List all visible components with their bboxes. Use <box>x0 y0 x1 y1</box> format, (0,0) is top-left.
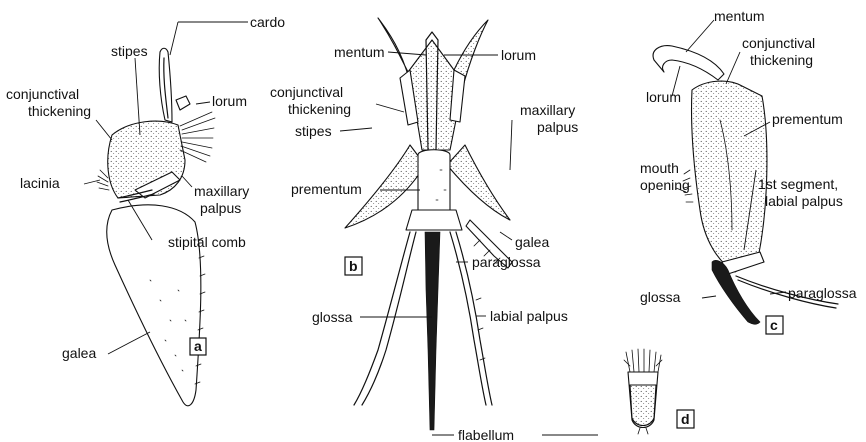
paraglossa-region-shape <box>406 210 462 230</box>
label-conjunctival-thickening-c-2: thickening <box>750 52 813 68</box>
label-galea-b: galea <box>515 234 549 250</box>
prementum-c-shape <box>691 81 766 272</box>
panel-c: mentum conjunctival thickening lorum pre… <box>640 8 857 334</box>
panel-b-drawing <box>345 18 512 430</box>
label-mentum-b: mentum <box>334 44 385 60</box>
labial-palpus-left-shape <box>354 232 416 405</box>
label-stipes-b: stipes <box>295 123 332 139</box>
label-conjunctival-thickening-b-1: conjunctival <box>270 84 343 100</box>
label-maxillary-palpus-a-1: maxillary <box>194 183 249 199</box>
label-prementum-b: prementum <box>291 181 362 197</box>
mentum-region-shape <box>378 18 488 150</box>
label-maxillary-palpus-a-2: palpus <box>200 200 241 216</box>
mentum-c-shape <box>653 46 724 80</box>
label-1st-segment-1: 1st segment, <box>758 176 838 192</box>
label-glossa-b: glossa <box>312 309 353 325</box>
label-lorum-c: lorum <box>646 89 681 105</box>
palpus-hairs <box>180 112 215 162</box>
label-lorum-b: lorum <box>501 47 536 63</box>
label-galea-a: galea <box>62 345 96 361</box>
panel-c-label: c <box>770 317 778 333</box>
label-mouth-opening-2: opening <box>640 177 690 193</box>
label-1st-segment-2: labial palpus <box>765 193 843 209</box>
stipes-right-shape <box>447 145 510 220</box>
label-labial-palpus: labial palpus <box>490 308 568 324</box>
panel-d: d <box>624 349 694 434</box>
label-conjunctival-thickening-b-2: thickening <box>288 101 351 117</box>
panel-a: cardo stipes conjunctival thickening lor… <box>6 14 285 406</box>
label-flabellum: flabellum <box>458 427 514 442</box>
label-paraglossa-b: paraglossa <box>472 254 541 270</box>
panel-d-label: d <box>681 411 690 427</box>
label-stipital-comb: stipital comb <box>168 234 246 250</box>
flabellum-detail-drawing <box>624 349 662 434</box>
label-lacinia: lacinia <box>20 175 60 191</box>
label-glossa-c: glossa <box>640 289 681 305</box>
panel-a-label: a <box>194 338 202 354</box>
cardo-shape <box>159 48 172 122</box>
label-stipes-a: stipes <box>111 43 148 59</box>
label-conjunctival-thickening-a-2: thickening <box>28 103 91 119</box>
label-prementum-c: prementum <box>772 111 843 127</box>
panel-b-label: b <box>349 258 358 274</box>
prementum-shape <box>418 150 450 210</box>
label-conjunctival-thickening-c-1: conjunctival <box>742 35 815 51</box>
label-maxillary-palpus-b-1: maxillary <box>520 102 575 118</box>
label-cardo: cardo <box>250 14 285 30</box>
label-mentum-c: mentum <box>714 8 765 24</box>
label-conjunctival-thickening-a-1: conjunctival <box>6 86 79 102</box>
label-maxillary-palpus-b-2: palpus <box>537 119 578 135</box>
label-mouth-opening-1: mouth <box>640 160 679 176</box>
panel-b: mentum lorum conjunctival thickening sti… <box>270 18 598 442</box>
glossa-shape <box>425 232 440 430</box>
label-paraglossa-c: paraglossa <box>788 285 857 301</box>
label-lorum-a: lorum <box>212 93 247 109</box>
lorum-shape <box>176 96 190 110</box>
